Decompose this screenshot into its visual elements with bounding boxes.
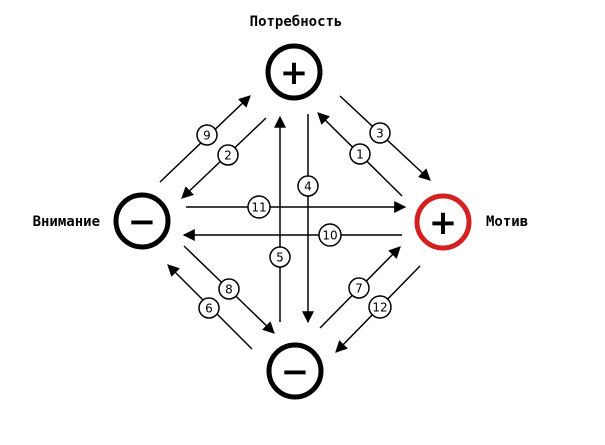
node-need-circle xyxy=(265,43,323,101)
node-motive: + Мотив xyxy=(414,193,528,251)
edge-12-badge xyxy=(368,295,392,319)
edge-10-badge xyxy=(318,223,342,247)
edge-12: 12 xyxy=(335,265,421,353)
edge-12-number: 12 xyxy=(372,301,387,315)
node-motive-label: Мотив xyxy=(486,214,528,230)
edge-8-badge xyxy=(218,278,240,300)
edge-5-number: 5 xyxy=(276,251,284,265)
edge-10: 10 xyxy=(182,223,402,247)
edge-6-number: 6 xyxy=(205,302,213,316)
edge-9-number: 9 xyxy=(203,129,211,143)
edge-2-badge xyxy=(217,144,239,166)
node-need-label: Потребность xyxy=(250,14,343,30)
edge-8-number: 8 xyxy=(225,283,233,297)
edge-6: 6 xyxy=(167,264,253,350)
edge-3-number: 3 xyxy=(376,127,384,141)
node-need: + Потребность xyxy=(250,14,343,101)
edge-9: 9 xyxy=(159,95,251,183)
edge-6-badge xyxy=(198,297,220,319)
edge-11-badge xyxy=(247,195,271,219)
edge-5: 5 xyxy=(269,115,291,322)
node-attention-sign: − xyxy=(128,202,157,242)
edge-2: 2 xyxy=(181,117,267,199)
node-attention: − Внимание xyxy=(33,192,171,250)
edges: 9 2 3 1 4 5 xyxy=(159,95,431,353)
node-motive-circle xyxy=(414,193,472,251)
node-need-sign: + xyxy=(280,53,309,93)
edge-7: 7 xyxy=(319,246,401,329)
edge-10-number: 10 xyxy=(322,229,337,243)
edge-3: 3 xyxy=(339,95,431,181)
edge-9-badge xyxy=(196,124,218,146)
edge-1-badge xyxy=(349,143,371,165)
node-motive-sign: + xyxy=(429,203,458,243)
edge-1: 1 xyxy=(317,112,403,197)
node-bottom-sign: − xyxy=(281,352,310,392)
edge-7-badge xyxy=(348,277,370,299)
node-attention-circle xyxy=(113,192,171,250)
edge-4-badge xyxy=(297,175,319,197)
edge-1-number: 1 xyxy=(356,148,364,162)
node-attention-label: Внимание xyxy=(33,214,100,230)
edge-4: 4 xyxy=(297,114,319,324)
edge-2-number: 2 xyxy=(224,149,232,163)
edge-11-number: 11 xyxy=(251,201,266,215)
edge-7-number: 7 xyxy=(355,282,363,296)
edge-5-badge xyxy=(269,246,291,268)
node-bottom-circle xyxy=(266,342,324,400)
edge-4-number: 4 xyxy=(304,180,312,194)
edge-11: 11 xyxy=(186,195,407,219)
node-bottom: − xyxy=(266,342,324,400)
edge-3-badge xyxy=(369,122,391,144)
edge-8: 8 xyxy=(183,245,275,334)
